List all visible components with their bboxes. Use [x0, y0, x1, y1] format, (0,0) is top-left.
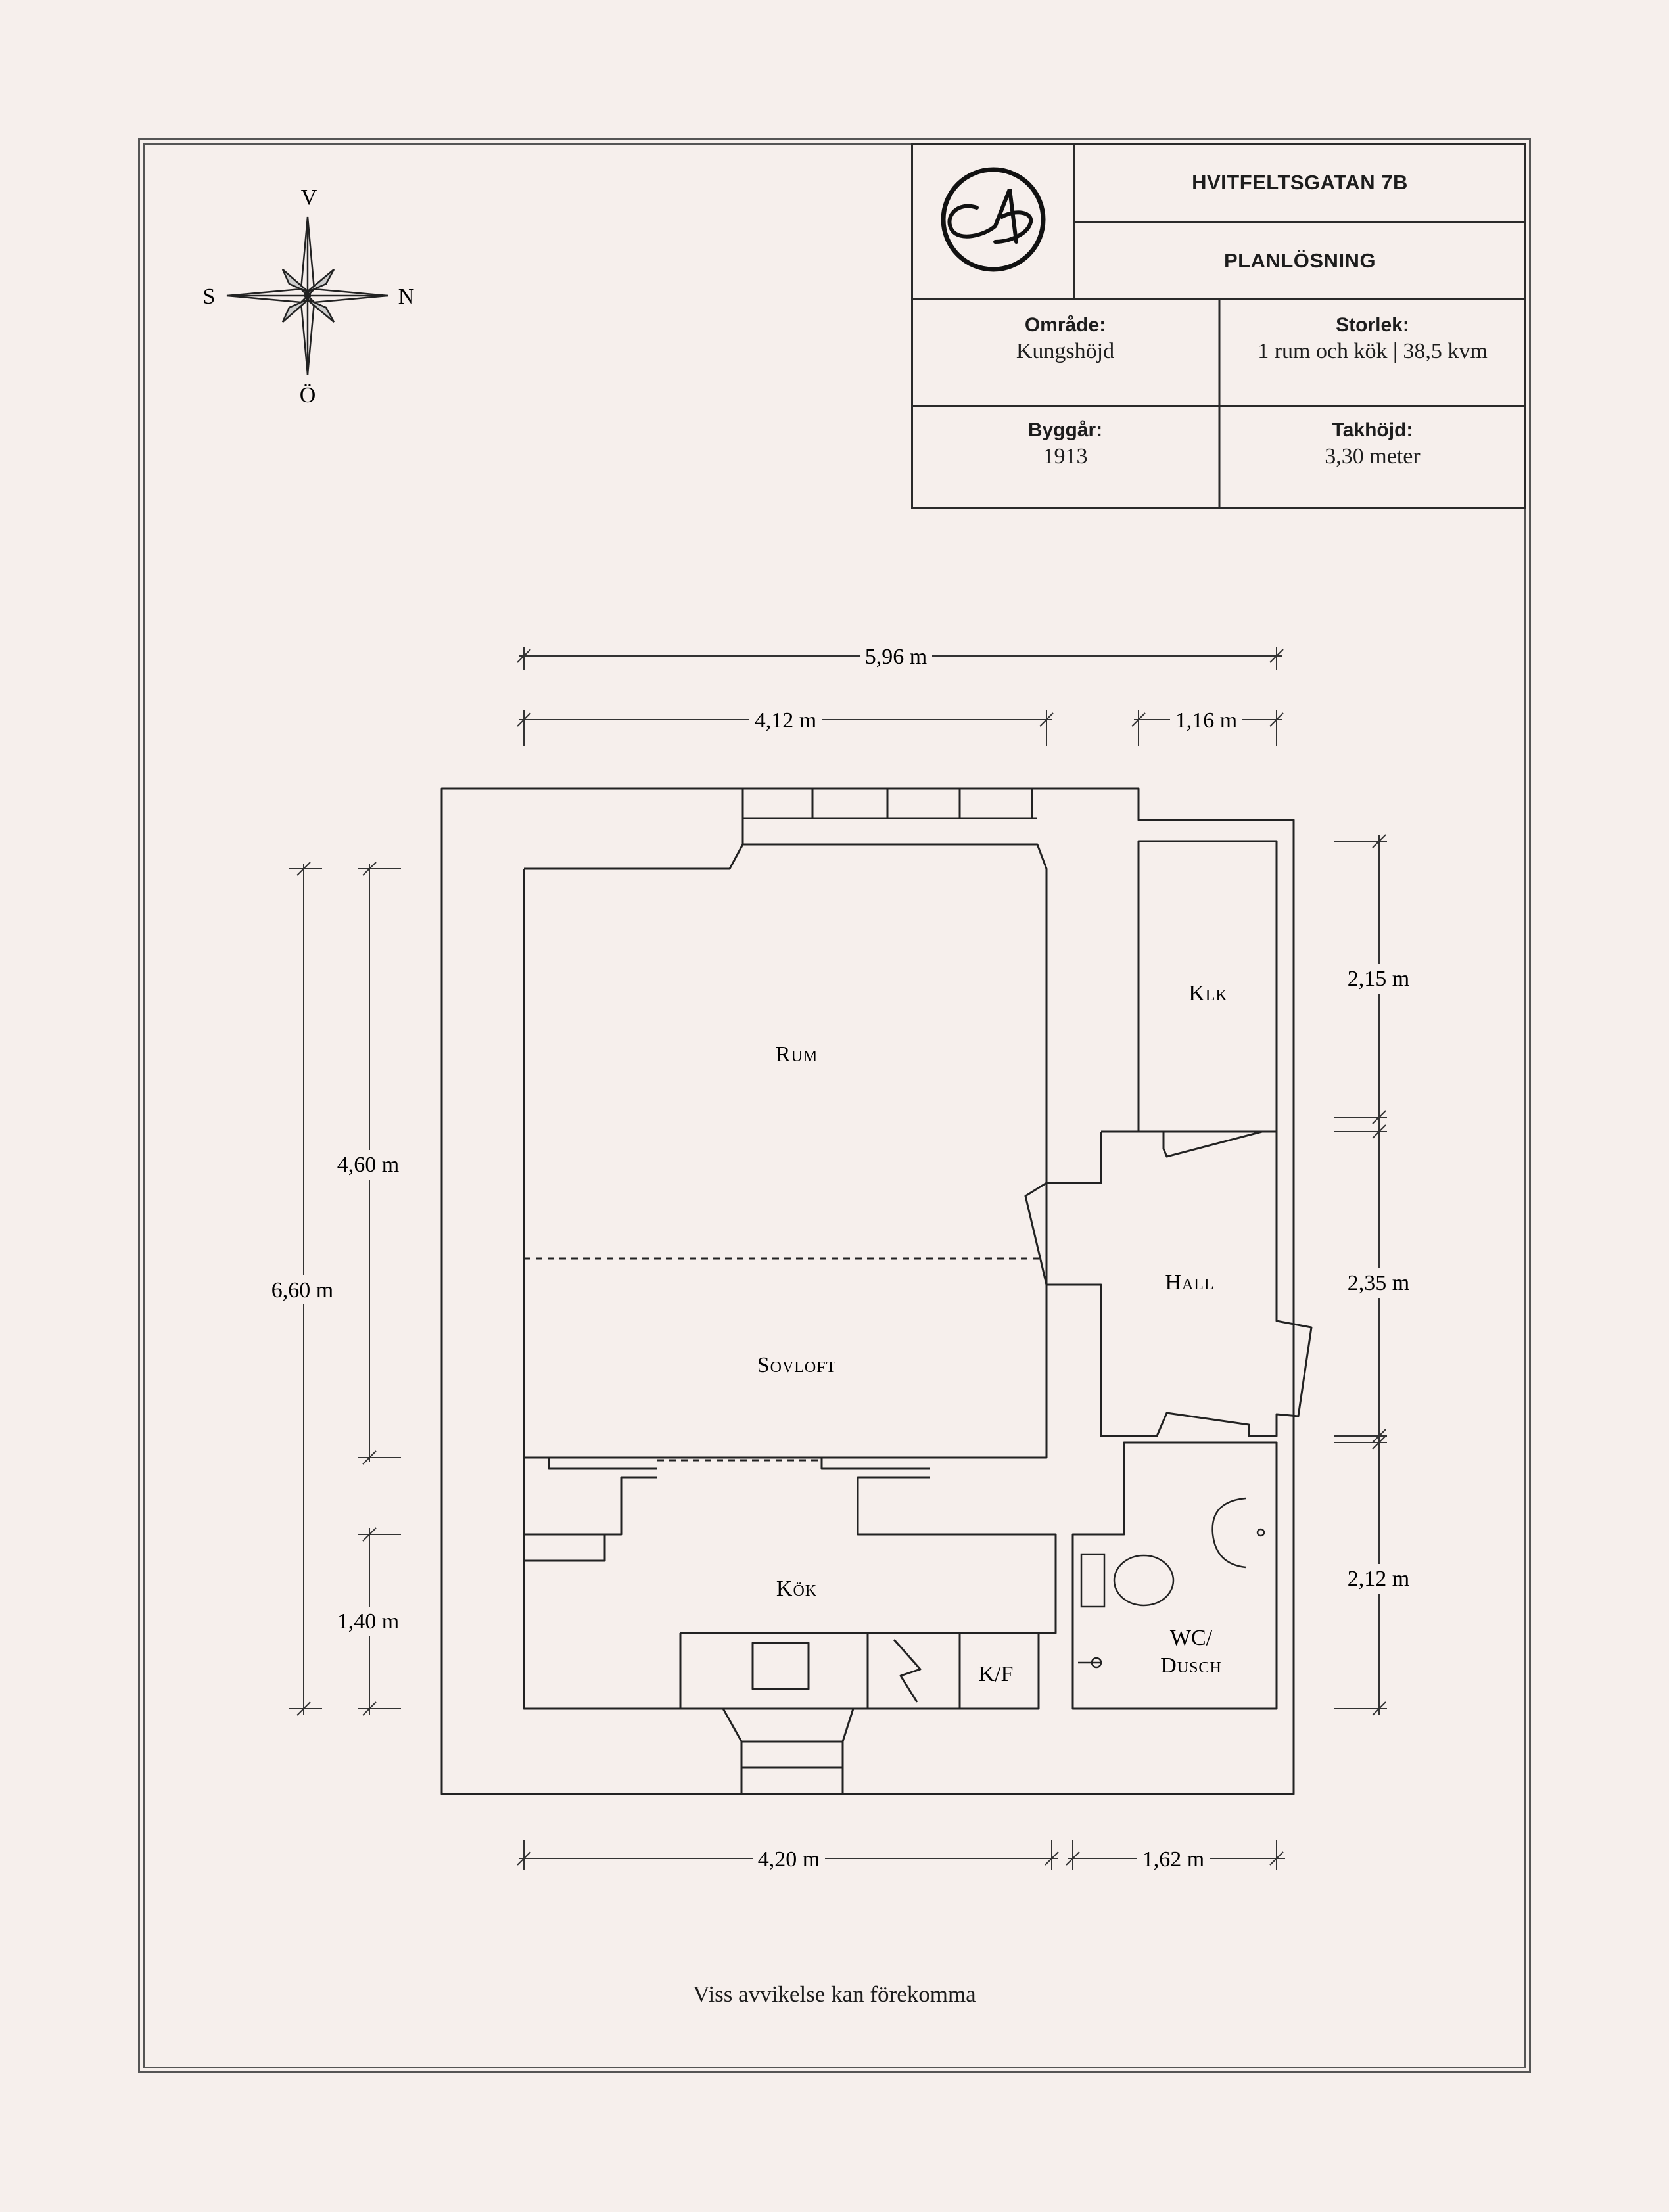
area-label: Område: [1024, 314, 1106, 336]
room-label-dusch: Dusch [1160, 1653, 1222, 1678]
dimension-labels: 5,96 m 4,12 m 1,16 m 6,60 m 4,60 m 1,40 … [263, 643, 1417, 1872]
dim-right-middle: 2,35 m [1348, 1271, 1409, 1295]
room-label-wc: WC/ [1170, 1626, 1213, 1650]
address-title: HVITFELTSGATAN 7B [1192, 171, 1408, 194]
dim-bottom-right: 1,62 m [1142, 1847, 1204, 1872]
bathroom-fixtures [1078, 1497, 1265, 1669]
room-label-sovloft: Sovloft [757, 1353, 837, 1377]
size-cell: Storlek: 1 rum och kök | 38,5 kvm [1219, 314, 1526, 364]
compass-rose-icon [226, 216, 388, 375]
room-label-klk: Klk [1188, 981, 1228, 1005]
area-value: Kungshöjd [1016, 339, 1115, 363]
compass-south-label: S [203, 285, 216, 309]
dim-top-total: 5,96 m [865, 645, 927, 669]
dim-left-upper: 4,60 m [337, 1153, 399, 1177]
build-year-value: 1913 [1043, 444, 1088, 469]
room-label-kok: Kök [776, 1577, 817, 1601]
walls [440, 787, 1313, 1795]
dim-right-lower: 2,12 m [1348, 1567, 1409, 1591]
logo-icon [941, 167, 1046, 272]
room-label-kf: K/F [979, 1662, 1014, 1686]
inner-frame [143, 143, 1526, 2068]
compass-west-label: V [301, 185, 317, 210]
ceiling-height-cell: Takhöjd: 3,30 meter [1219, 419, 1526, 469]
loft-edge-lines [524, 1257, 1039, 1462]
dimension-ticks [296, 649, 1386, 1866]
dim-right-upper: 2,15 m [1348, 967, 1409, 991]
compass-east-label: Ö [300, 383, 316, 407]
title-block: HVITFELTSGATAN 7B PLANLÖSNING Område: Ku… [911, 143, 1526, 509]
title-block-grid [911, 143, 1526, 509]
dim-top-left: 4,12 m [755, 708, 816, 733]
ceiling-height-label: Takhöjd: [1332, 419, 1413, 441]
disclaimer-text: Viss avvikelse kan förekomma [693, 1981, 976, 2007]
room-label-hall: Hall [1165, 1270, 1214, 1295]
dim-bottom-left: 4,20 m [758, 1847, 820, 1872]
outer-frame [138, 138, 1531, 2073]
ceiling-height-value: 3,30 meter [1325, 444, 1421, 469]
build-year-cell: Byggår: 1913 [911, 419, 1219, 469]
dim-left-lower: 1,40 m [337, 1609, 399, 1634]
area-cell: Område: Kungshöjd [911, 314, 1219, 364]
build-year-label: Byggår: [1027, 419, 1103, 441]
compass-north-label: N [398, 285, 415, 309]
dim-top-right: 1,16 m [1175, 708, 1237, 733]
dim-left-outer: 6,60 m [271, 1278, 333, 1302]
room-label-rum: Rum [776, 1042, 818, 1067]
size-value: 1 rum och kök | 38,5 kvm [1258, 339, 1488, 363]
document-type: PLANLÖSNING [1223, 249, 1376, 272]
size-label: Storlek: [1336, 314, 1409, 336]
